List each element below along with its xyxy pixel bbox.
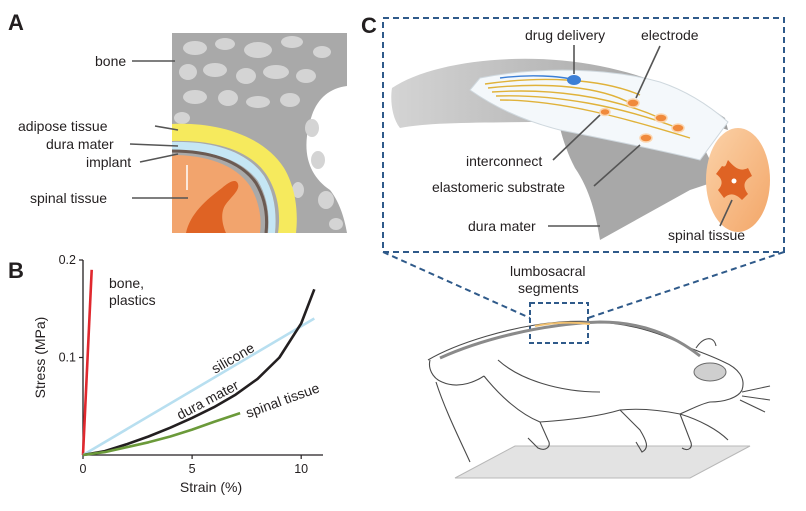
label-spinal-a: spinal tissue bbox=[30, 190, 107, 206]
dura-layer bbox=[172, 149, 269, 233]
spinal-cross-section bbox=[172, 33, 347, 233]
label-bone: bone bbox=[95, 53, 126, 69]
bone-pores bbox=[174, 36, 343, 230]
x-tick-label-0: 0 bbox=[80, 462, 87, 476]
leader-spinal-c bbox=[719, 199, 733, 227]
drug-port bbox=[567, 75, 581, 85]
rat-implant bbox=[534, 321, 591, 327]
leader-interconnect bbox=[552, 114, 601, 161]
cord-canal bbox=[731, 178, 737, 184]
rat-head-device bbox=[693, 362, 727, 382]
rat-spine bbox=[439, 320, 701, 360]
leader-substrate bbox=[593, 144, 641, 187]
adipose-layer bbox=[172, 123, 297, 233]
panel-b-letter: B bbox=[8, 258, 24, 283]
label-drug: drug delivery bbox=[525, 27, 605, 43]
leader-implant bbox=[139, 153, 179, 163]
series-label-bone-1: bone, bbox=[109, 275, 144, 291]
series-line-1 bbox=[82, 317, 315, 457]
label-substrate: elastomeric substrate bbox=[432, 179, 565, 195]
label-lumbosacral-1: lumbosacral bbox=[510, 263, 585, 279]
electrode-pads bbox=[599, 98, 685, 143]
series-label-spinal: spinal tissue bbox=[244, 379, 322, 420]
series-line-0 bbox=[81, 269, 93, 456]
series-line-2 bbox=[82, 288, 316, 457]
label-lumbosacral-2: segments bbox=[518, 280, 579, 296]
label-adipose: adipose tissue bbox=[18, 118, 108, 134]
label-electrode: electrode bbox=[641, 27, 699, 43]
label-implant: implant bbox=[86, 154, 131, 170]
zoom-box bbox=[382, 17, 785, 253]
leader-dura-a bbox=[129, 143, 179, 147]
leader-electrode bbox=[635, 45, 661, 99]
platform bbox=[454, 445, 751, 479]
zoom-line-right bbox=[587, 251, 785, 319]
series-line-3 bbox=[82, 411, 241, 457]
y-tick-label-0.2: 0.2 bbox=[59, 253, 76, 267]
y-axis-label: Stress (MPa) bbox=[32, 317, 48, 399]
x-axis-label: Strain (%) bbox=[180, 479, 242, 495]
label-spinal-c: spinal tissue bbox=[668, 227, 745, 243]
panel-a-letter: A bbox=[8, 10, 24, 35]
x-tick-label-5: 5 bbox=[189, 462, 196, 476]
label-dura-c: dura mater bbox=[468, 218, 536, 234]
x-tick-label-10: 10 bbox=[294, 462, 308, 476]
lumbosacral-box bbox=[529, 302, 589, 344]
grey-matter bbox=[186, 181, 239, 233]
label-interconnect: interconnect bbox=[466, 153, 542, 169]
panel-c-letter: C bbox=[361, 13, 377, 38]
interconnect-wires bbox=[484, 78, 691, 139]
implant-layer bbox=[172, 141, 276, 233]
leader-adipose bbox=[154, 125, 179, 131]
series-label-bone-2: plastics bbox=[109, 292, 156, 308]
label-dura-a: dura mater bbox=[46, 136, 114, 152]
zoom-line-left bbox=[382, 251, 531, 319]
y-tick-label-0.1: 0.1 bbox=[59, 351, 76, 365]
